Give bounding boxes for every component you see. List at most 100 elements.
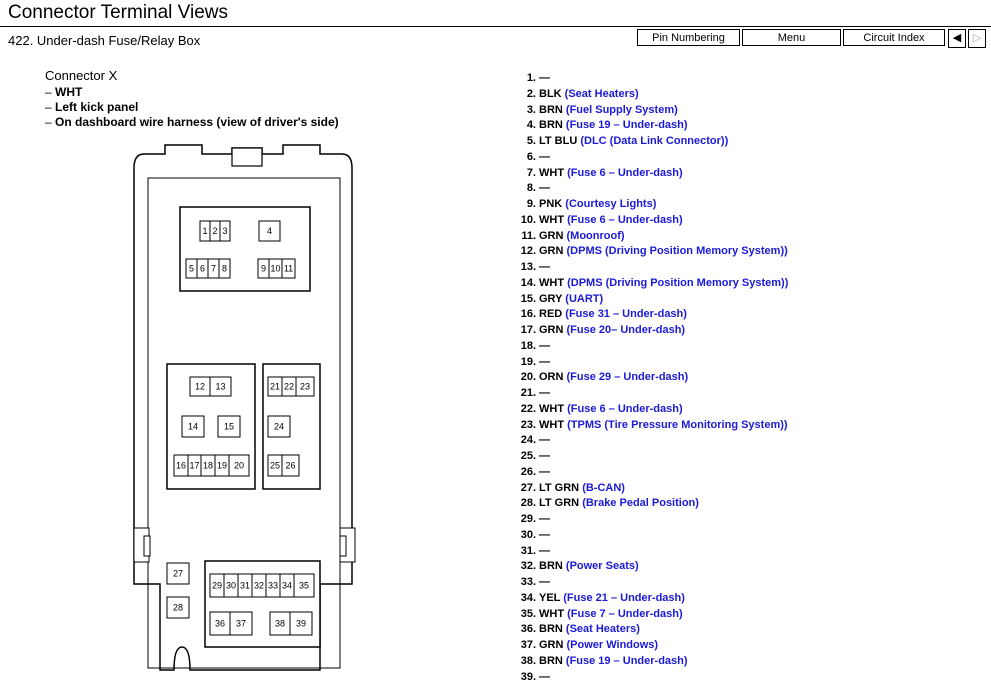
circuit-link[interactable]: (Fuse 6 – Under-dash) — [567, 213, 683, 226]
circuit-index-button[interactable]: Circuit Index — [843, 29, 945, 46]
cavity-box — [166, 562, 190, 585]
cavity-box — [295, 376, 315, 397]
pin-number: 22. — [520, 402, 536, 415]
cavity-label: 34 — [282, 581, 292, 591]
circuit-link[interactable]: (Fuse 29 – Under-dash) — [566, 371, 689, 384]
pin-row: 15.GRY (UART) — [516, 292, 788, 308]
circuit-link[interactable]: (Fuse 19 – Under-dash) — [565, 654, 688, 667]
circuit-link[interactable]: (UART) — [565, 292, 604, 305]
circuit-link[interactable]: (DLC (Data Link Connector)) — [580, 135, 729, 147]
circuit-link[interactable]: (DPMS (Driving Position Memory System)) — [566, 245, 788, 258]
cavity-label: 5 — [189, 264, 194, 274]
pin-row: 30.— — [516, 528, 788, 544]
pin-number: 35. — [520, 607, 536, 620]
wire-color: BRN — [539, 119, 563, 132]
pin-number: 1. — [526, 72, 536, 84]
circuit-link[interactable]: (Fuse 20– Under-dash) — [566, 324, 686, 336]
wire-color: YEL — [539, 591, 561, 604]
wire-color: — — [539, 150, 550, 163]
circuit-link[interactable]: (Moonroof) — [566, 229, 625, 242]
cavity-label: 33 — [268, 581, 278, 591]
pin-number: 27. — [520, 481, 536, 494]
pin-numbering-button[interactable]: Pin Numbering — [637, 29, 740, 46]
wire-color: GRN — [539, 229, 564, 242]
cavity-label: 9 — [261, 264, 266, 274]
pin-row: 5.LT BLU (DLC (Data Link Connector)) — [516, 134, 788, 150]
pin-number: 19. — [520, 355, 536, 368]
pin-number: 38. — [520, 654, 536, 667]
cavity-box — [209, 376, 232, 397]
triangle-right-icon: ▷ — [972, 32, 982, 44]
pin-number: 10. — [520, 213, 536, 226]
circuit-link[interactable]: (Courtesy Lights) — [565, 198, 657, 210]
circuit-link[interactable]: (Fuse 19 – Under-dash) — [565, 119, 688, 132]
pin-row: 37.GRN (Power Windows) — [516, 638, 788, 654]
circuit-link[interactable]: (Power Windows) — [566, 639, 659, 651]
cavity-label: 15 — [224, 422, 234, 432]
cavity-label: 8 — [222, 264, 227, 274]
previous-button[interactable]: ◀ — [948, 29, 966, 48]
pin-number: 9. — [526, 198, 536, 210]
pin-number: 15. — [520, 292, 536, 305]
wire-color: — — [539, 513, 550, 525]
cavity-label: 36 — [215, 619, 225, 629]
wire-color: — — [539, 355, 550, 368]
cavity-box — [258, 220, 281, 242]
cavity-label: 35 — [299, 581, 309, 591]
pin-row: 8.— — [516, 181, 788, 197]
wire-color: WHT — [539, 607, 565, 620]
pin-number: 29. — [520, 513, 536, 525]
wire-color: — — [539, 387, 550, 399]
cavity-label: 20 — [234, 461, 244, 471]
triangle-left-icon: ◀ — [952, 32, 962, 44]
pin-row: 24.— — [516, 433, 788, 449]
next-button[interactable]: ▷ — [968, 29, 986, 48]
circuit-link[interactable]: (Fuse 31 – Under-dash) — [565, 308, 687, 321]
cavity-label: 38 — [275, 619, 285, 629]
circuit-link[interactable]: (Fuse 7 – Under-dash) — [567, 607, 683, 620]
title-rule — [0, 26, 991, 27]
cavity-label: 6 — [200, 264, 205, 274]
left-tab-inner — [143, 535, 151, 557]
pin-row: 39.— — [516, 670, 788, 686]
connector-harness-detail: – On dashboard wire harness (view of dri… — [45, 115, 339, 129]
pin-row: 22.WHT (Fuse 6 – Under-dash) — [516, 402, 788, 418]
pin-row: 11.GRN (Moonroof) — [516, 229, 788, 245]
pin-list: 1.—2.BLK (Seat Heaters)3.BRN (Fuel Suppl… — [516, 71, 789, 686]
circuit-link[interactable]: (Brake Pedal Position) — [582, 497, 699, 510]
wire-color: WHT — [539, 402, 565, 415]
cavity-box — [217, 415, 241, 438]
circuit-link[interactable]: (TPMS (Tire Pressure Monitoring System)) — [567, 418, 788, 431]
wire-color: BRN — [539, 654, 563, 667]
circuit-link[interactable]: (Power Seats) — [565, 560, 639, 573]
wire-color: — — [539, 339, 550, 352]
circuit-link[interactable]: (Fuel Supply System) — [565, 103, 678, 116]
pin-row: 10.WHT (Fuse 6 – Under-dash) — [516, 213, 788, 229]
cavity-box — [229, 611, 253, 636]
wire-color: BLK — [539, 87, 562, 100]
circuit-link[interactable]: (Seat Heaters) — [564, 87, 639, 100]
pin-number: 18. — [520, 339, 536, 352]
circuit-link[interactable]: (Fuse 6 – Under-dash) — [567, 402, 683, 415]
pin-row: 7.WHT (Fuse 6 – Under-dash) — [516, 166, 788, 182]
circuit-link[interactable]: (Fuse 6 – Under-dash) — [567, 166, 683, 179]
circuit-link[interactable]: (Seat Heaters) — [565, 623, 640, 636]
menu-button[interactable]: Menu — [742, 29, 841, 46]
wire-color: — — [539, 528, 550, 541]
wire-color: GRN — [539, 245, 564, 258]
circuit-link[interactable]: (Fuse 21 – Under-dash) — [563, 591, 685, 604]
pin-number: 3. — [526, 103, 536, 116]
pin-number: 14. — [520, 276, 536, 289]
cavity-box — [293, 573, 315, 598]
circuit-link[interactable]: (B-CAN) — [582, 481, 625, 494]
circuit-link[interactable]: (DPMS (Driving Position Memory System)) — [567, 276, 789, 289]
cavity-label: 13 — [215, 382, 225, 392]
cavity-label: 2 — [212, 226, 217, 236]
wire-color: — — [539, 450, 550, 462]
cavity-label: 32 — [254, 581, 264, 591]
pin-row: 6.— — [516, 150, 788, 166]
cavity-label: 11 — [284, 264, 293, 274]
cavity-label: 26 — [285, 461, 295, 471]
